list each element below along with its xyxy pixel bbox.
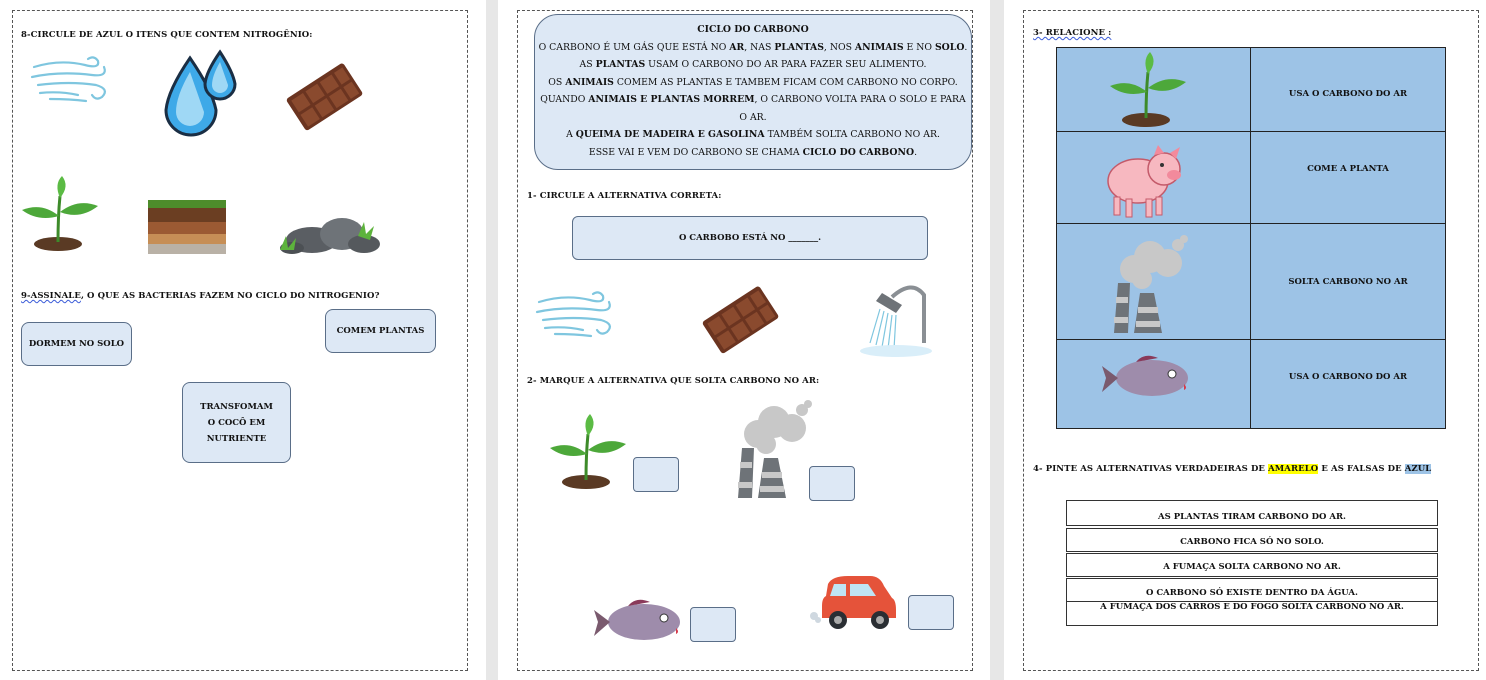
cycle-text-segment: , O CARBONO VOLTA PARA O SOLO E PARA bbox=[754, 94, 966, 105]
plant-sprout-icon[interactable] bbox=[1108, 52, 1188, 128]
pig-icon[interactable] bbox=[1102, 145, 1186, 219]
cycle-text-segment: TAMBÉM SOLTA CARBONO NO AR. bbox=[764, 129, 940, 140]
cycle-lines: O CARBONO É UM GÁS QUE ESTÁ NO AR, NAS P… bbox=[535, 39, 971, 162]
table-row bbox=[1057, 132, 1445, 224]
table-divider bbox=[1250, 48, 1251, 428]
option-label: TRANSFOMAM O COCÔ EM NUTRIENTE bbox=[200, 401, 273, 444]
cycle-text-segment: O AR. bbox=[739, 111, 767, 123]
cycle-text-segment: OS bbox=[548, 76, 566, 88]
table-row bbox=[1057, 48, 1445, 132]
option-label: DORMEM NO SOLO bbox=[28, 339, 125, 349]
question-3-text: 3- RELACIONE : bbox=[1033, 28, 1112, 38]
cycle-text-segment: , NOS bbox=[823, 41, 855, 53]
fill-in-box[interactable]: O CARBOBO ESTÁ NO _______. bbox=[572, 216, 928, 260]
statement-text: A FUMAÇA DOS CARROS E DO FOGO SOLTA CARB… bbox=[1100, 602, 1404, 612]
cycle-text-segment: QUANDO bbox=[540, 94, 589, 105]
cycle-text-segment: AS bbox=[579, 59, 596, 70]
plant-sprout-icon[interactable] bbox=[20, 176, 100, 252]
cycle-text-segment: . bbox=[914, 146, 918, 158]
question-1: 1- CIRCULE A ALTERNATIVA CORRETA: bbox=[527, 191, 722, 201]
shower-icon[interactable] bbox=[860, 283, 938, 359]
factory-smoke-icon[interactable] bbox=[1112, 235, 1192, 335]
option-label: COMEM PLANTAS bbox=[336, 326, 425, 336]
table-label[interactable]: COME A PLANTA bbox=[1307, 164, 1389, 174]
table-label[interactable]: USA O CARBONO DO AR bbox=[1288, 89, 1408, 99]
option-comem-plantas[interactable]: COMEM PLANTAS bbox=[325, 309, 436, 353]
chocolate-bar-icon[interactable] bbox=[284, 62, 364, 131]
checkbox-plant[interactable] bbox=[633, 457, 679, 492]
cycle-text-segment: USAM O CARBONO DO AR PARA FAZER SEU ALIM… bbox=[645, 59, 927, 70]
question-8: 8-CIRCULE DE AZUL O ITENS QUE CONTEM NIT… bbox=[21, 30, 313, 40]
checkbox-factory[interactable] bbox=[809, 466, 855, 501]
wind-icon[interactable] bbox=[535, 290, 617, 340]
highlight-amarelo: AMARELO bbox=[1268, 464, 1319, 474]
car-icon[interactable] bbox=[808, 576, 898, 634]
cycle-text-segment: PLANTAS bbox=[595, 59, 646, 70]
statement-box[interactable]: O CARBONO SÓ EXISTE DENTRO DA ÁGUA. bbox=[1066, 578, 1438, 602]
plant-sprout-icon[interactable] bbox=[548, 414, 628, 490]
cycle-title: CICLO DO CARBONO bbox=[697, 24, 809, 35]
fish-icon[interactable] bbox=[1100, 354, 1192, 402]
cycle-text-segment: A bbox=[566, 129, 576, 140]
question-3: 3- RELACIONE : bbox=[1033, 28, 1111, 38]
carbon-cycle-box: CICLO DO CARBONO O CARBONO É UM GÁS QUE … bbox=[534, 14, 972, 170]
cycle-text-segment: COMEM AS PLANTAS E TAMBEM FICAM COM CARB… bbox=[613, 76, 958, 88]
rocks-icon[interactable] bbox=[278, 214, 386, 256]
table-label[interactable]: SOLTA CARBONO NO AR bbox=[1288, 277, 1408, 287]
cycle-text-segment: ANIMAIS E PLANTAS MORREM bbox=[588, 94, 755, 105]
statement-box[interactable]: AS PLANTAS TIRAM CARBONO DO AR. bbox=[1066, 500, 1438, 526]
left-page-border bbox=[12, 10, 468, 671]
highlight-azul: AZUL bbox=[1404, 464, 1432, 474]
cycle-line: AS PLANTAS USAM O CARBONO DO AR PARA FAZ… bbox=[535, 56, 971, 74]
cycle-text-segment: QUEIMA DE MADEIRA E GASOLINA bbox=[575, 129, 765, 140]
middle-page-border bbox=[517, 10, 973, 671]
option-dormem-no-solo[interactable]: DORMEM NO SOLO bbox=[21, 322, 132, 366]
water-drops-icon[interactable] bbox=[160, 49, 240, 142]
table-row bbox=[1057, 224, 1445, 340]
cycle-line: O AR. bbox=[535, 109, 971, 127]
cycle-line: OS ANIMAIS COMEM AS PLANTAS E TAMBEM FIC… bbox=[535, 74, 971, 92]
question-9: 9-ASSINALE, O QUE AS BACTERIAS FAZEM NO … bbox=[21, 291, 380, 301]
cycle-line: O CARBONO É UM GÁS QUE ESTÁ NO AR, NAS P… bbox=[535, 39, 971, 57]
chocolate-bar-icon[interactable] bbox=[700, 285, 780, 354]
right-page-border bbox=[1023, 10, 1479, 671]
question-9-text: , O QUE AS BACTERIAS FAZEM NO CICLO DO N… bbox=[80, 291, 380, 301]
checkbox-fish[interactable] bbox=[690, 607, 736, 642]
question-4-mid: E AS FALSAS DE bbox=[1318, 464, 1405, 474]
fill-in-text: O CARBOBO ESTÁ NO _______. bbox=[678, 233, 822, 243]
relate-table: USA O CARBONO DO AR COME A PLANTA SOLTA … bbox=[1056, 47, 1446, 429]
option-transformam-coco[interactable]: TRANSFOMAM O COCÔ EM NUTRIENTE bbox=[182, 382, 291, 463]
cycle-text-segment: CICLO DO CARBONO bbox=[802, 146, 915, 158]
cycle-line: QUANDO ANIMAIS E PLANTAS MORREM, O CARBO… bbox=[535, 91, 971, 109]
cycle-line: A QUEIMA DE MADEIRA E GASOLINA TAMBÉM SO… bbox=[535, 126, 971, 144]
cycle-text-segment: PLANTAS bbox=[774, 41, 824, 53]
question-4-text: 4- PINTE AS ALTERNATIVAS VERDADEIRAS DE bbox=[1033, 464, 1269, 474]
cycle-text-segment: ANIMAIS bbox=[854, 41, 904, 53]
question-4: 4- PINTE AS ALTERNATIVAS VERDADEIRAS DE … bbox=[1033, 464, 1432, 474]
statement-text: A FUMAÇA SOLTA CARBONO NO AR. bbox=[1163, 562, 1341, 572]
statement-box[interactable]: A FUMAÇA DOS CARROS E DO FOGO SOLTA CARB… bbox=[1066, 601, 1438, 626]
wind-icon[interactable] bbox=[30, 55, 112, 105]
statement-text: O CARBONO SÓ EXISTE DENTRO DA ÁGUA. bbox=[1146, 588, 1358, 598]
statement-text: AS PLANTAS TIRAM CARBONO DO AR. bbox=[1158, 512, 1346, 522]
question-9-assinale: 9-ASSINALE bbox=[21, 291, 81, 301]
cycle-text-segment: ESSE VAI E VEM DO CARBONO SE CHAMA bbox=[588, 146, 803, 158]
checkbox-car[interactable] bbox=[908, 595, 954, 630]
statement-text: CARBONO FICA SÓ NO SOLO. bbox=[1180, 537, 1324, 547]
cycle-text-segment: O CARBONO É UM GÁS QUE ESTÁ NO bbox=[538, 41, 730, 53]
table-label[interactable]: USA O CARBONO DO AR bbox=[1288, 372, 1408, 382]
factory-smoke-icon[interactable] bbox=[736, 400, 816, 500]
cycle-text-segment: SOLO bbox=[934, 41, 965, 53]
cycle-text-segment: , NAS bbox=[744, 41, 775, 53]
soil-layers-icon[interactable] bbox=[148, 200, 226, 254]
fish-icon[interactable] bbox=[592, 598, 684, 646]
statement-box[interactable]: CARBONO FICA SÓ NO SOLO. bbox=[1066, 528, 1438, 552]
cycle-text-segment: E NO bbox=[903, 41, 935, 53]
cycle-text-segment: ANIMAIS bbox=[565, 76, 614, 88]
cycle-text-segment: AR bbox=[729, 41, 745, 53]
statement-box[interactable]: A FUMAÇA SOLTA CARBONO NO AR. bbox=[1066, 553, 1438, 577]
cycle-text-segment: . bbox=[964, 41, 968, 53]
cycle-line: ESSE VAI E VEM DO CARBONO SE CHAMA CICLO… bbox=[535, 144, 971, 162]
question-2: 2- MARQUE A ALTERNATIVA QUE SOLTA CARBON… bbox=[527, 376, 820, 386]
